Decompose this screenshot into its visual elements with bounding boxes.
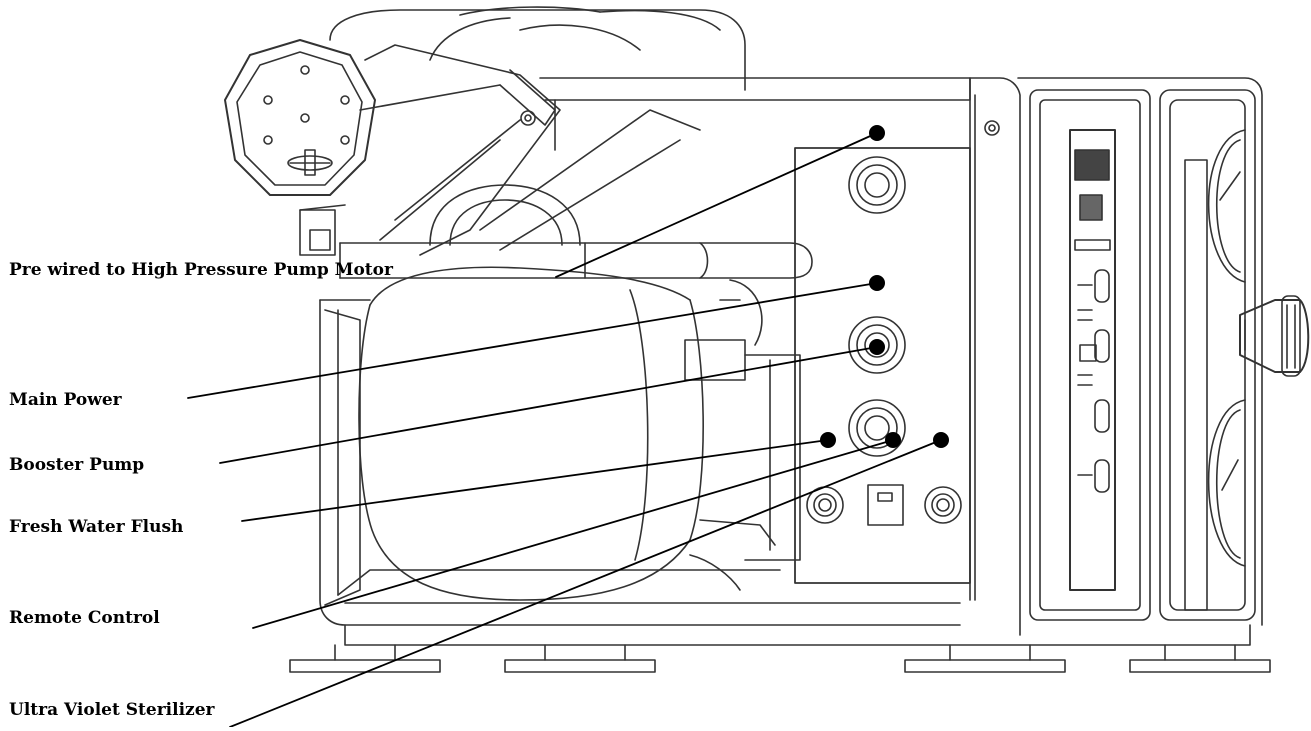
side-post <box>969 77 1021 636</box>
pump-cylinder <box>358 266 801 601</box>
callout-label-prewired: Pre wired to High Pressure Pump Motor <box>9 260 393 280</box>
leader-line-prewired <box>555 132 878 278</box>
flow-gauge-icon <box>1207 399 1246 567</box>
callout-dot-uv-sterilizer <box>933 432 949 448</box>
connector-panel <box>794 147 971 584</box>
callout-dot-main-power <box>869 275 885 291</box>
feet <box>289 644 1271 673</box>
top-frame <box>539 77 971 601</box>
cable-gland-1 <box>848 156 906 214</box>
callout-dot-remote-control <box>885 432 901 448</box>
gauge-panel <box>1159 89 1310 621</box>
fuse-holder <box>867 484 904 526</box>
adjustment-knob <box>1239 295 1310 377</box>
callout-label-uv-sterilizer: Ultra Violet Sterilizer <box>9 700 215 720</box>
motor-end-cap <box>224 39 376 196</box>
cable-gland-2 <box>848 316 906 374</box>
callout-dot-booster-pump <box>869 339 885 355</box>
callout-dots <box>820 125 949 448</box>
leader-line-booster-pump <box>219 346 878 464</box>
handle-loop <box>429 184 581 246</box>
leader-line-fresh-water-flush <box>241 439 829 522</box>
leader-line-uv-sterilizer <box>229 439 942 728</box>
callout-dot-fresh-water-flush <box>820 432 836 448</box>
callout-label-remote-control: Remote Control <box>9 608 160 628</box>
prewired-cable <box>339 242 813 279</box>
callout-label-fresh-water-flush: Fresh Water Flush <box>9 517 184 537</box>
callout-label-booster-pump: Booster Pump <box>9 455 145 475</box>
small-gland-right <box>924 486 962 524</box>
leader-line-remote-control <box>252 439 894 629</box>
leader-lines <box>187 132 942 728</box>
top-cylinders <box>329 6 746 91</box>
pressure-gauge-icon <box>1207 129 1246 283</box>
control-housing <box>1017 77 1263 626</box>
cable-gland-3 <box>848 399 906 457</box>
callout-label-main-power: Main Power <box>9 390 122 410</box>
motor-bracket <box>299 44 701 256</box>
callout-dot-prewired <box>869 125 885 141</box>
lower-frame <box>319 299 1251 646</box>
leader-line-main-power <box>187 282 878 399</box>
